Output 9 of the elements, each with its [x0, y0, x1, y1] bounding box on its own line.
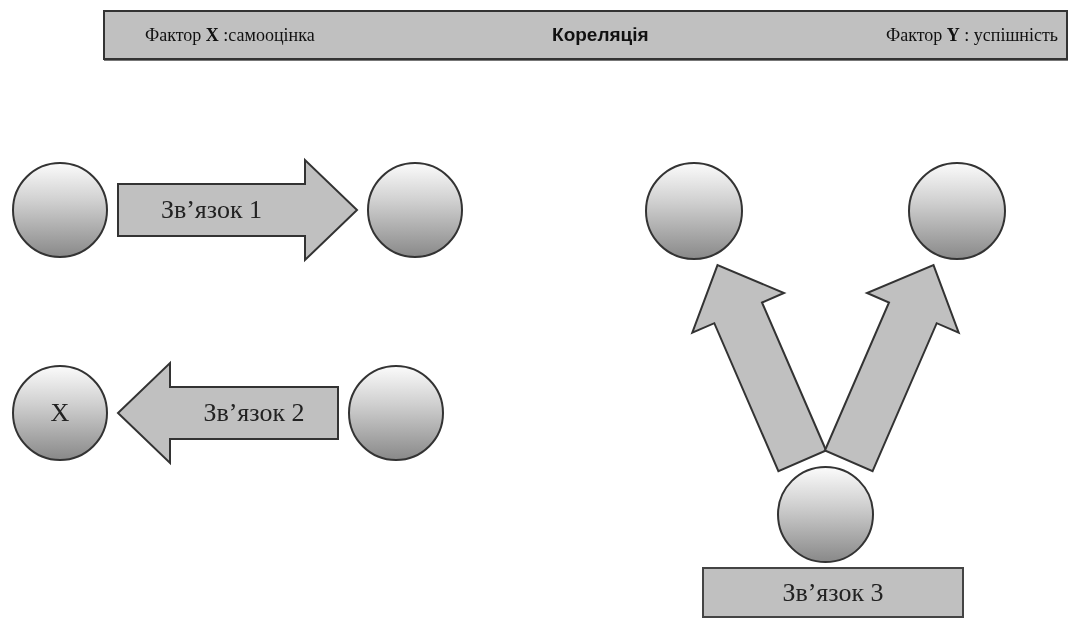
header-bar [103, 10, 1068, 60]
factor-text: Фактор Y : успішність [885, 24, 1058, 46]
factor-text: Фактор X :самооцінка [145, 24, 315, 46]
block-arrow [690, 263, 828, 473]
node-label: X [50, 398, 70, 428]
node-label: Зв’язок 3 [782, 577, 884, 608]
title-text: Кореляція [552, 24, 649, 46]
label-box [702, 567, 964, 618]
block-arrow [823, 263, 961, 473]
